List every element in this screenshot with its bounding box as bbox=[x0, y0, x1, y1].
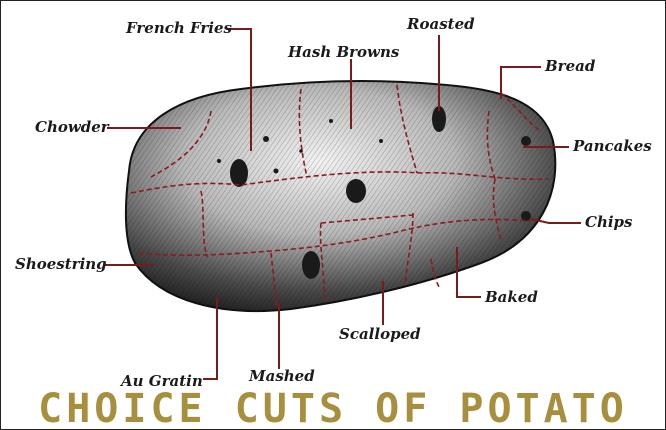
label-hash-browns: Hash Browns bbox=[288, 45, 399, 60]
label-roasted: Roasted bbox=[407, 17, 475, 32]
label-scalloped: Scalloped bbox=[339, 327, 421, 342]
label-chips: Chips bbox=[585, 215, 632, 230]
label-french-fries: French Fries bbox=[126, 21, 232, 36]
label-shoestring: Shoestring bbox=[15, 257, 107, 272]
label-chowder: Chowder bbox=[35, 120, 109, 135]
label-mashed: Mashed bbox=[249, 369, 315, 384]
diagram-title: CHOICE CUTS OF POTATO bbox=[1, 389, 665, 429]
label-pancakes: Pancakes bbox=[573, 139, 652, 154]
label-bread: Bread bbox=[545, 59, 595, 74]
label-baked: Baked bbox=[485, 290, 538, 305]
